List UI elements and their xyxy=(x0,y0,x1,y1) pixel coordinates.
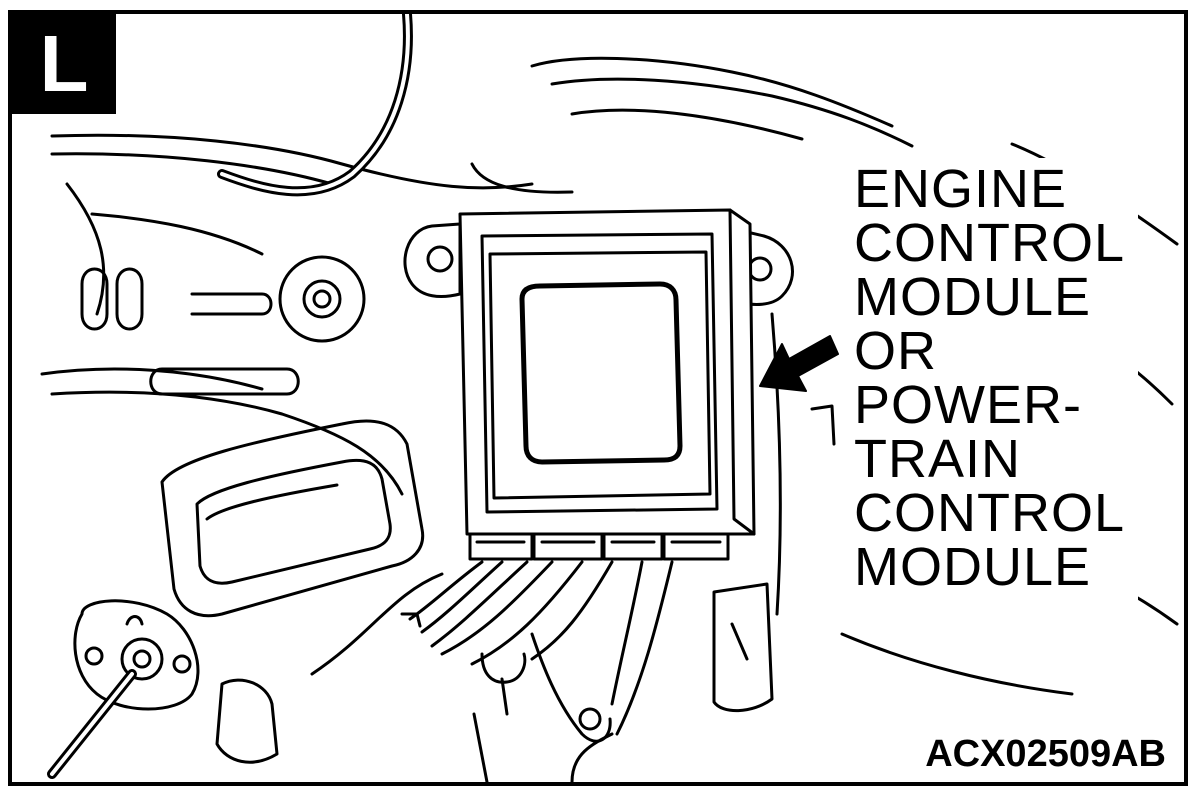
engine-control-module xyxy=(403,208,794,561)
callout-line: OR xyxy=(854,321,937,381)
lower-left-fixture xyxy=(47,599,279,779)
callout-line: TRAIN xyxy=(854,429,1021,489)
component-callout: ENGINE CONTROL MODULE OR POWER- TRAIN CO… xyxy=(848,158,1138,600)
callout-line: CONTROL xyxy=(854,213,1126,273)
module-mounting-bracket xyxy=(472,632,614,782)
instrument-panel-vents xyxy=(80,255,366,396)
callout-arrow-icon xyxy=(759,335,839,392)
callout-line: ENGINE xyxy=(854,159,1068,219)
callout-line: MODULE xyxy=(854,267,1092,327)
dashboard-display-housing xyxy=(160,419,425,618)
callout-line: CONTROL xyxy=(854,483,1126,543)
figure-code: ACX02509AB xyxy=(923,733,1168,776)
view-label: L xyxy=(12,14,116,114)
module-wiring-harness xyxy=(400,560,674,736)
callout-line: POWER- xyxy=(854,375,1082,435)
diagram-frame: L ENGINE CONTROL MODULE OR POWER- TRAIN … xyxy=(8,10,1188,786)
upper-wiring-harness xyxy=(217,14,574,197)
callout-line: MODULE xyxy=(854,537,1092,597)
